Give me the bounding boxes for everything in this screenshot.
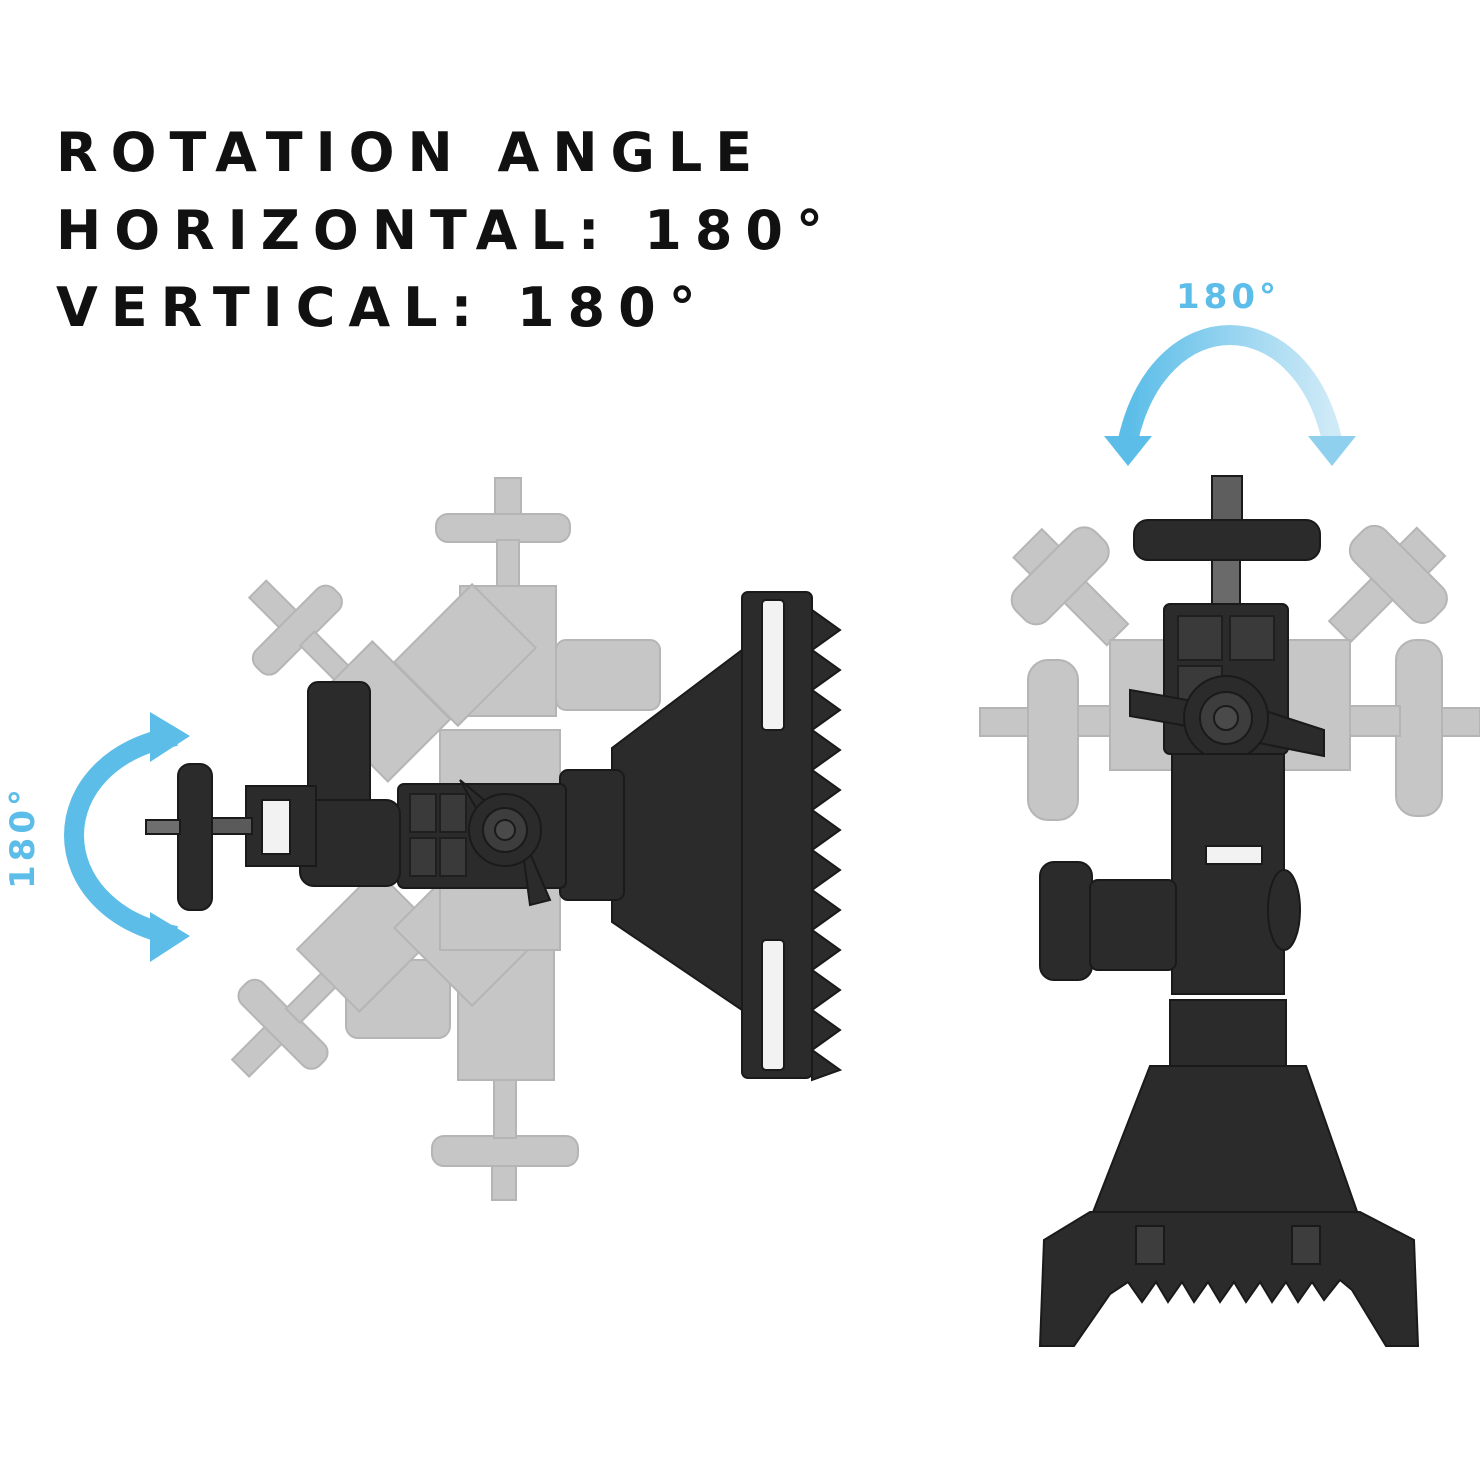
vertical-angle-label: 180° (1176, 277, 1280, 317)
curved-double-arrow-icon (64, 712, 190, 962)
curved-double-arrow-icon (1104, 325, 1356, 466)
left-mount-solid (145, 591, 843, 1082)
headline-horizontal: HORIZONTAL: 180° (56, 199, 836, 262)
headline-vertical: VERTICAL: 180° (56, 276, 709, 339)
headline-rotation-angle: ROTATION ANGLE (56, 121, 766, 184)
horizontal-angle-label: 180° (3, 785, 43, 889)
right-mount-solid (1038, 475, 1420, 1347)
